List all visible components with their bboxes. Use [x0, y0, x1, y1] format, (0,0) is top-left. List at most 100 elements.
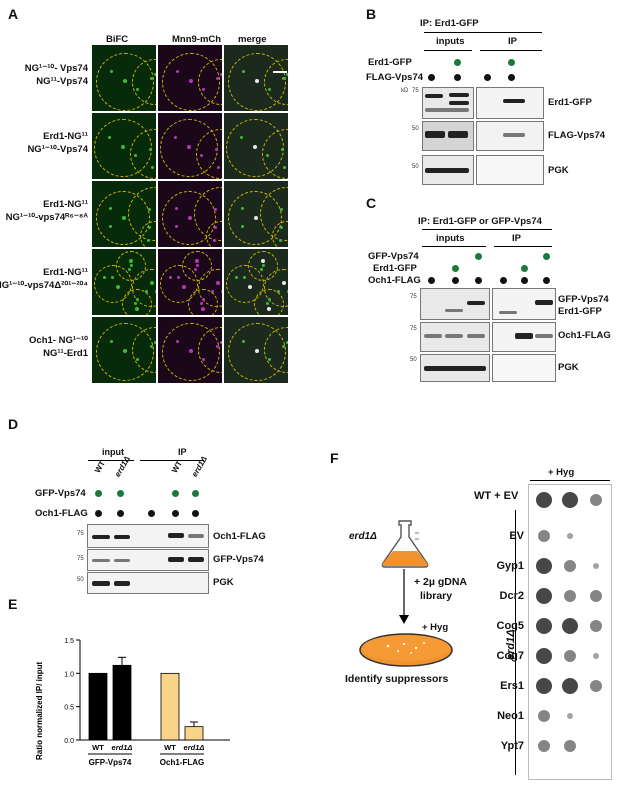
- fluorescent-spot: [262, 264, 265, 268]
- fluorescent-spot: [201, 307, 205, 312]
- fluorescent-spot: [182, 284, 186, 289]
- panel-c-marker: 75: [410, 326, 417, 332]
- fluorescent-spot: [110, 69, 113, 73]
- yeast-spot: [538, 740, 550, 752]
- panel-a-row-label: NG¹¹-Vps74: [36, 76, 88, 87]
- panel-b-dot: [508, 74, 515, 81]
- panel-d-dot: [117, 510, 124, 517]
- micrograph: [158, 113, 222, 179]
- fluorescent-spot: [196, 264, 199, 268]
- yeast-spot: [538, 530, 550, 542]
- fluorescent-spot: [151, 166, 154, 170]
- fluorescent-spot: [220, 341, 222, 345]
- fluorescent-spot: [214, 207, 217, 211]
- y-axis-label: Ratio normalized IP/ input: [35, 661, 44, 760]
- bar: [88, 672, 108, 741]
- panel-c-dot: [475, 277, 482, 284]
- fluorescent-spot: [240, 135, 243, 139]
- panel-d-lane-erd1-ip: erd1Δ: [190, 454, 209, 479]
- fluorescent-spot: [109, 206, 112, 210]
- panel-b-blot-pgk-inputs: [422, 155, 474, 185]
- fluorescent-spot: [221, 289, 222, 293]
- fluorescent-spot: [242, 69, 245, 73]
- panel-b-cond-flag: FLAG-Vps74: [366, 72, 424, 83]
- yeast-spot: [562, 492, 578, 508]
- yeast-spot: [536, 492, 552, 508]
- cell-outline: [160, 265, 198, 303]
- panel-c-title: IP: Erd1-GFP or GFP-Vps74: [418, 216, 542, 227]
- yeast-spot: [593, 563, 599, 569]
- fluorescent-spot: [253, 144, 257, 149]
- fluorescent-spot: [130, 264, 133, 268]
- cell-outline: [206, 221, 222, 247]
- panel-b-title: IP: Erd1-GFP: [420, 18, 479, 29]
- panel-c-dot: [543, 253, 550, 260]
- panel-c-ip-rule: [494, 246, 552, 247]
- fluorescent-spot: [279, 239, 282, 243]
- panel-b-band-flag: FLAG-Vps74: [548, 130, 606, 141]
- bar: [184, 726, 204, 741]
- panel-d-lane-erd1: erd1Δ: [113, 454, 132, 479]
- x-tick-label: WT: [164, 743, 176, 752]
- yeast-spot: [567, 713, 573, 719]
- panel-d-lane-wt-ip: WT: [170, 459, 185, 475]
- yeast-spot: [562, 678, 578, 694]
- y-tick-label: 1.0: [64, 671, 74, 678]
- fluorescent-spot: [154, 73, 156, 77]
- panel-b-ip-rule: [480, 50, 542, 51]
- panel-c-cond-och1: Och1-FLAG: [368, 275, 421, 286]
- fluorescent-spot: [195, 259, 199, 264]
- fluorescent-spot: [194, 268, 197, 272]
- panel-b-marker: 75: [412, 88, 419, 94]
- panel-d-input-rule: [88, 460, 134, 461]
- fluorescent-spot: [150, 77, 153, 81]
- yeast-spot: [564, 590, 576, 602]
- fluorescent-spot: [220, 73, 222, 77]
- panel-f-step1: + 2µ gDNA: [414, 576, 468, 588]
- yeast-spot: [564, 560, 576, 572]
- cell-outline: [182, 251, 212, 281]
- panel-d-group-ip: IP: [178, 447, 187, 457]
- panel-c-dot: [475, 253, 482, 260]
- panel-c-dot: [543, 277, 550, 284]
- fluorescent-spot: [176, 339, 179, 343]
- panel-d-cond-och1: Och1-FLAG: [35, 508, 88, 519]
- fluorescent-spot: [243, 275, 246, 279]
- yeast-spot: [564, 740, 576, 752]
- bar: [112, 664, 132, 741]
- panel-d-dot: [172, 490, 179, 497]
- panel-b-blot-flag-inputs: [422, 121, 474, 151]
- fluorescent-spot: [136, 298, 139, 302]
- panel-d-ip-rule: [140, 460, 204, 461]
- yeast-spot: [536, 618, 552, 634]
- cell-outline: [254, 289, 284, 315]
- panel-b-dot: [508, 59, 515, 66]
- panel-b-cond-erd1: Erd1-GFP: [368, 57, 412, 68]
- panel-d-blot-gfp: [87, 549, 209, 571]
- panel-b-dot: [454, 59, 461, 66]
- panel-d-band-pgk: PGK: [213, 577, 234, 588]
- fluorescent-spot: [123, 348, 127, 353]
- panel-b-title-rule: [424, 32, 542, 33]
- cell-outline: [188, 289, 218, 315]
- yeast-spot: [538, 710, 550, 722]
- yeast-spot: [536, 588, 552, 604]
- x-tick-label: erd1Δ: [112, 743, 133, 752]
- panel-a-row-label: Erd1-NG¹¹: [43, 131, 88, 142]
- fluorescent-spot: [176, 69, 179, 73]
- panel-a-row-label: NG¹¹-Erd1: [43, 348, 88, 359]
- yeast-spot: [590, 680, 602, 692]
- fluorescent-spot: [287, 289, 288, 293]
- panel-d-blot-och1: [87, 524, 209, 548]
- panel-c-dot: [500, 277, 507, 284]
- panel-a-row-label: NG¹⁻¹⁰-vps74Δ²⁰¹⁻²⁰⁴: [0, 280, 88, 291]
- panel-b-marker: 50: [412, 126, 419, 132]
- group-label: GFP-Vps74: [89, 758, 132, 767]
- panel-a-column-header: Mnn9-mCh: [172, 34, 222, 45]
- panel-b-marker: 50: [412, 164, 419, 170]
- cell-outline: [272, 221, 288, 247]
- panel-a-row-label: Erd1-NG¹¹: [43, 267, 88, 278]
- panel-c-dot: [521, 265, 528, 272]
- flask-icon: [381, 520, 429, 568]
